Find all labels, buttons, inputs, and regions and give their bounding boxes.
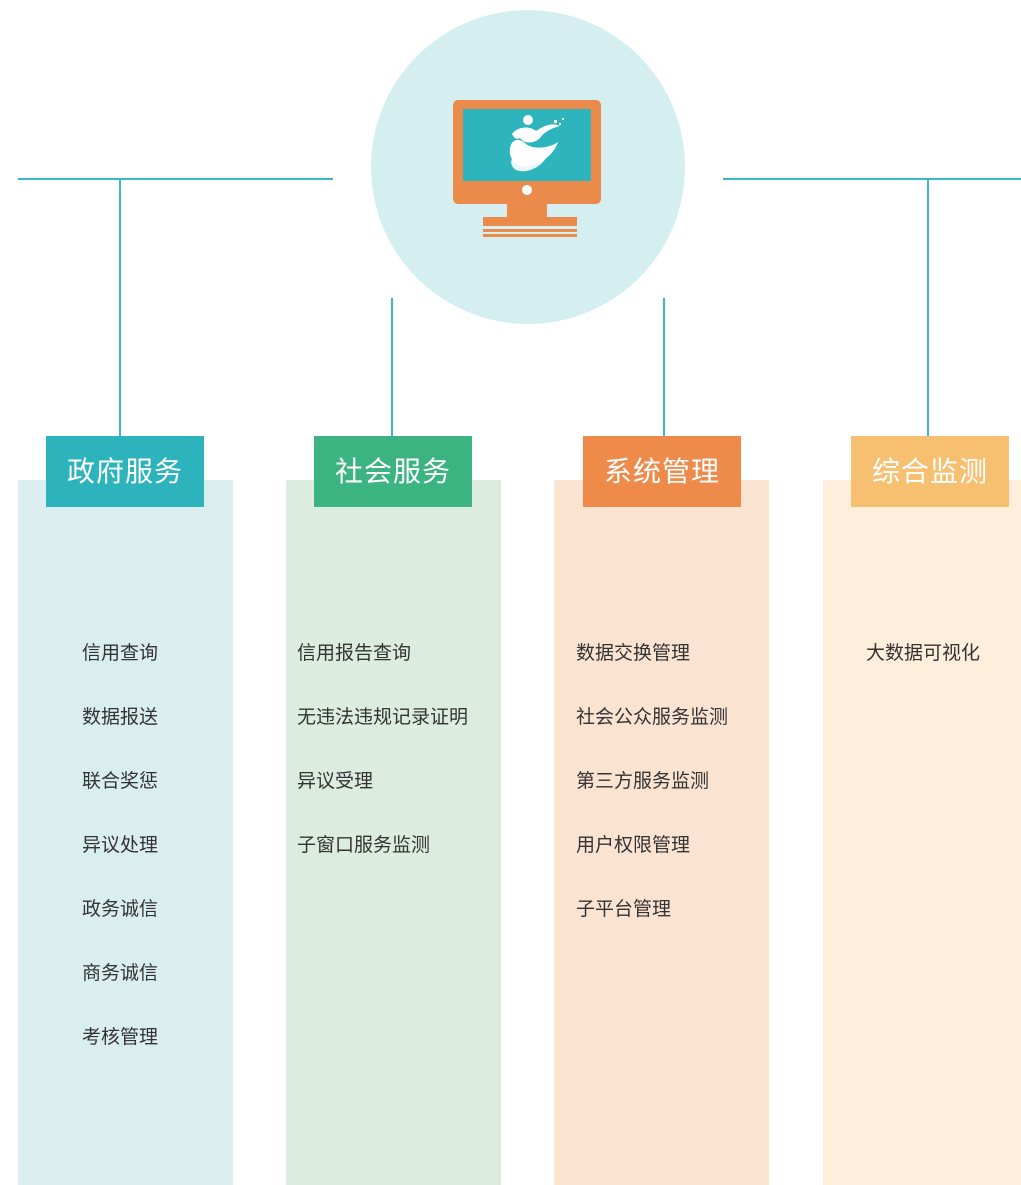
list-item-gov[interactable]: 政务诚信 <box>82 898 159 920</box>
list-item-system[interactable]: 社会公众服务监测 <box>576 706 729 728</box>
column-bg-social <box>286 480 501 1185</box>
column-header-social: 社会服务 <box>314 436 472 507</box>
list-item-gov[interactable]: 异议处理 <box>82 834 159 856</box>
column-bg-system <box>554 480 769 1185</box>
connector-col3-vertical <box>663 298 665 436</box>
list-item-system[interactable]: 第三方服务监测 <box>576 770 710 792</box>
connector-right-horizontal <box>723 178 1021 180</box>
connector-col4-vertical <box>927 179 929 436</box>
list-item-system[interactable]: 子平台管理 <box>576 898 672 920</box>
list-item-gov[interactable]: 考核管理 <box>82 1026 159 1048</box>
column-bg-monitor <box>823 480 1021 1185</box>
list-item-gov[interactable]: 数据报送 <box>82 706 159 728</box>
list-item-system[interactable]: 数据交换管理 <box>576 642 691 664</box>
connector-left-horizontal <box>18 178 333 180</box>
list-item-social[interactable]: 无违法违规记录证明 <box>297 706 469 728</box>
connector-col1-vertical <box>119 179 121 436</box>
column-header-gov: 政府服务 <box>46 436 204 507</box>
list-item-social[interactable]: 子窗口服务监测 <box>297 834 431 856</box>
list-item-monitor[interactable]: 大数据可视化 <box>866 642 981 664</box>
list-item-gov[interactable]: 商务诚信 <box>82 962 159 984</box>
monitor-logo-icon <box>453 100 601 237</box>
list-item-social[interactable]: 信用报告查询 <box>297 642 412 664</box>
connector-col2-vertical <box>391 298 393 436</box>
column-header-system: 系统管理 <box>583 436 741 507</box>
column-bg-gov <box>18 480 233 1185</box>
list-item-gov[interactable]: 信用查询 <box>82 642 159 664</box>
list-item-social[interactable]: 异议受理 <box>297 770 374 792</box>
list-item-system[interactable]: 用户权限管理 <box>576 834 691 856</box>
column-header-monitor: 综合监测 <box>851 436 1009 507</box>
list-item-gov[interactable]: 联合奖惩 <box>82 770 159 792</box>
